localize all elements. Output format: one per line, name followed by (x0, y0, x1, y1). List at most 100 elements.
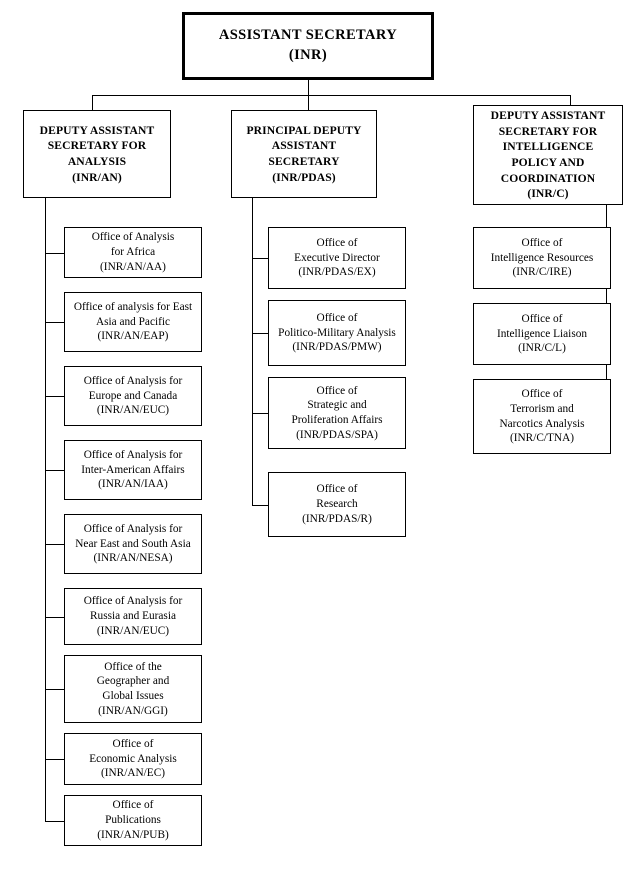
office-box: Office of Intelligence Resources (INR/C/IR… (473, 227, 611, 289)
branch-drop-line-3 (570, 95, 571, 105)
box-line: Office of (316, 384, 358, 397)
box-line: (INR/AN/EAP) (97, 330, 169, 343)
connector-stub (45, 470, 64, 471)
box-line: for Africa (110, 246, 156, 259)
box-line: (INR/C/L) (518, 342, 566, 355)
root-box-assistant-secretary: ASSISTANT SECRETARY (INR) (182, 12, 434, 80)
box-line: ASSISTANT SECRETARY (218, 27, 398, 44)
box-line: Office of Analysis for (83, 448, 183, 461)
top-horizontal-bus (92, 95, 570, 96)
connector-stub (45, 689, 64, 690)
connector-stub (45, 544, 64, 545)
box-line: DEPUTY ASSISTANT (490, 109, 606, 123)
box-line: ANALYSIS (67, 155, 127, 168)
box-line: (INR/PDAS/EX) (298, 266, 376, 279)
branch-drop-line-1 (92, 95, 93, 110)
box-line: (INR/C) (527, 187, 569, 201)
box-line: Office of analysis for East (73, 300, 193, 313)
box-line: Asia and Pacific (95, 315, 171, 328)
box-line: Office of (521, 312, 563, 325)
box-line: Politico-Military Analysis (278, 326, 396, 339)
box-line: (INR/PDAS/SPA) (296, 428, 378, 441)
box-line: DEPUTY ASSISTANT (39, 123, 155, 137)
connector-stub (252, 413, 268, 414)
connector-stub (45, 252, 64, 254)
box-line: Office of (112, 799, 154, 812)
connector-stub (45, 396, 64, 397)
column-spine-2 (252, 198, 253, 505)
box-line: (INR/PDAS/PMW) (292, 341, 382, 354)
box-line: (INR/AN/AA) (100, 260, 166, 273)
box-line: Office of the (104, 660, 162, 673)
box-line: Inter-American Affairs (81, 463, 185, 476)
box-line: (INR/PDAS/R) (302, 512, 372, 525)
box-line: Geographer and (96, 675, 170, 688)
box-line: (INR/AN/EUC) (96, 624, 170, 637)
box-line: Office of Analysis for (83, 522, 183, 535)
box-line: (INR/AN/IAA) (98, 478, 168, 491)
connector-stub (45, 616, 64, 618)
box-line: Office of (521, 388, 563, 401)
connector-stub (252, 504, 268, 506)
box-line: (INR/AN/EUC) (96, 404, 170, 417)
box-line: Office of (521, 236, 563, 249)
box-line: Europe and Canada (88, 389, 178, 402)
box-line: Office of (316, 236, 358, 249)
box-line: Publications (105, 814, 161, 827)
box-line: (INR/AN/EC) (100, 767, 165, 780)
box-line: (INR/C/TNA) (509, 432, 574, 445)
box-line: Intelligence Resources (490, 251, 594, 264)
box-line: Office of Analysis for (83, 374, 183, 387)
box-line: Office of (316, 483, 358, 496)
box-line: PRINCIPAL DEPUTY (246, 123, 362, 137)
box-line: Proliferation Affairs (291, 414, 383, 426)
box-line: (INR/PDAS) (272, 170, 336, 184)
office-box: Office of Economic Analysis (INR/AN/EC) (64, 733, 202, 785)
connector-stub (252, 258, 268, 259)
box-line: SECRETARY FOR (47, 139, 147, 153)
box-line: Global Issues (102, 690, 164, 702)
office-box: Office of Analysis for Africa(INR/AN/AA) (64, 227, 202, 278)
box-line: Office of (112, 737, 154, 750)
box-line: Narcotics Analysis (499, 417, 585, 430)
box-line: ASSISTANT (271, 139, 337, 153)
box-line: Terrorism and (510, 402, 574, 415)
branch-drop-line-2 (308, 95, 309, 110)
office-box: Office of Politico-Military Analysis (INR/… (268, 300, 406, 366)
column-spine-1 (45, 198, 46, 821)
box-line: Research (316, 498, 358, 511)
box-line: Executive Director (294, 251, 380, 264)
box-line: (INR/AN/PUB) (97, 828, 169, 841)
box-line: Russia and Eurasia (90, 610, 176, 623)
box-line: (INR) (288, 47, 328, 63)
head-box-deputy-assistant-secretary-analysis: DEPUTY ASSISTANT SECRETARY FOR ANALYSIS (IN… (23, 110, 171, 198)
box-line: (INR/C/IRE) (512, 266, 572, 279)
box-line: SECRETARY FOR (498, 124, 598, 138)
box-line: Office of Analysis (91, 231, 175, 244)
office-box: Office of Research(INR/PDAS/R) (268, 472, 406, 537)
box-line: POLICY AND (511, 156, 585, 169)
connector-stub (252, 333, 268, 334)
box-line: Strategic and (307, 399, 367, 412)
connector-stub (45, 759, 64, 760)
box-line: (INR/AN) (72, 170, 122, 184)
box-line: COORDINATION (500, 171, 596, 185)
connector-stub (45, 820, 64, 822)
box-line: SECRETARY (268, 155, 340, 168)
box-line: Office of (316, 311, 358, 324)
office-box: Office of Publications(INR/AN/PUB) (64, 795, 202, 846)
box-line: Near East and South Asia (75, 537, 191, 550)
box-line: Economic Analysis (89, 752, 177, 765)
box-line: (INR/AN/NESA) (93, 552, 173, 565)
